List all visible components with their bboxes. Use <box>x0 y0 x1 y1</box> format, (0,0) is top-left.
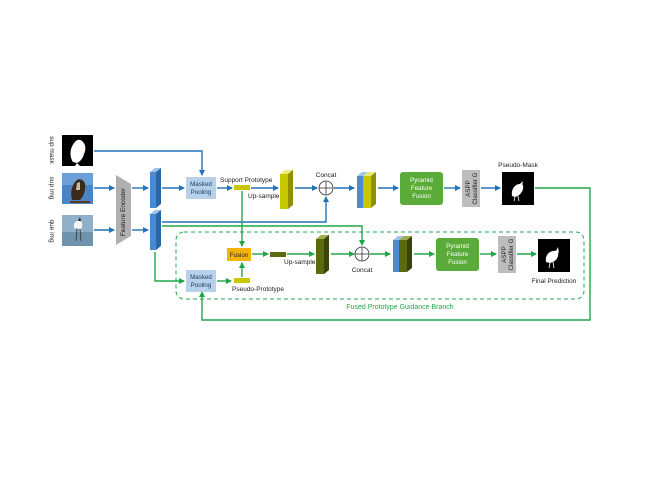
lower-masked-pooling-line2: Pooling <box>191 282 212 289</box>
arrow-supmask-to-masked-pooling <box>94 150 205 176</box>
arrow-query-feature-to-upper-concat <box>162 196 329 223</box>
upper-aspp-line1: ASPP <box>465 180 472 197</box>
final-prediction-label: Final Prediction <box>532 278 577 285</box>
fusion-box: Fusion <box>227 248 251 261</box>
feature-encoder-trapezoid <box>116 175 131 245</box>
que-img-label: que img <box>48 219 55 243</box>
fusion-label: Fusion <box>230 252 249 259</box>
lower-masked-pooling-box: Masked Pooling <box>186 270 216 292</box>
arrow-pseudo-mask-feedback <box>199 187 591 321</box>
lower-aspp-line1: ASPP <box>501 246 508 263</box>
upper-combined-feature-block <box>357 172 376 208</box>
lower-pff-line1: Pyramid <box>446 243 469 250</box>
arrow-query-feature-to-lower-concat <box>162 225 365 246</box>
upper-aspp-line2: Classifier G <box>472 172 479 204</box>
support-image <box>62 173 93 204</box>
lower-masked-pooling-line1: Masked <box>190 274 212 281</box>
pseudo-prototype-label: Pseudo-Prototype <box>232 286 284 293</box>
lower-aspp-classifier-box: ASPP Classifier G <box>498 236 516 273</box>
lower-pff-line3: Fusion <box>448 259 467 266</box>
lower-concat-label: Concat <box>352 267 373 274</box>
pseudo-mask-image <box>502 172 534 205</box>
lower-upsample-label: Up-sample <box>284 259 316 266</box>
lower-aspp-line2: Classifier G <box>508 238 515 270</box>
support-prototype-label: Support Prototype <box>220 177 273 184</box>
support-feature-block <box>150 168 161 208</box>
sup-img-label: sup img <box>48 177 55 200</box>
upper-concat-label: Concat <box>316 172 337 179</box>
fused-prototype-vector <box>270 252 286 257</box>
support-prototype-vector <box>234 185 250 190</box>
query-image <box>62 215 93 246</box>
upper-aspp-classifier-box: ASPP Classifier G <box>462 170 480 207</box>
feature-encoder-label: Feature Encoder <box>120 187 127 236</box>
lower-pff-line2: Feature <box>447 251 469 258</box>
lower-upsampled-feature-block <box>316 235 329 274</box>
fused-prototype-guidance-branch-title: Fused Prototype Guidance Branch <box>346 304 454 311</box>
upper-upsample-label: Up-sample <box>248 193 280 200</box>
arrow-query-feature-to-lower-masked-pooling <box>154 252 185 284</box>
upper-masked-pooling-line1: Masked <box>190 181 212 188</box>
lower-pyramid-feature-fusion-box: Pyramid Feature Fusion <box>436 238 479 271</box>
sup-mask-label: sup mask <box>48 136 55 165</box>
upper-concat-icon <box>318 180 334 196</box>
pseudo-mask-label: Pseudo-Mask <box>498 162 538 169</box>
fused-prototype-guidance-branch-frame <box>175 231 585 300</box>
upper-pff-line2: Feature <box>411 185 433 192</box>
final-prediction-image <box>538 239 570 272</box>
upper-pyramid-feature-fusion-box: Pyramid Feature Fusion <box>400 172 443 205</box>
upper-pff-line3: Fusion <box>412 193 431 200</box>
pseudo-prototype-vector <box>234 278 250 283</box>
upper-masked-pooling-line2: Pooling <box>191 189 212 196</box>
support-mask-image <box>62 135 93 166</box>
upper-upsampled-feature-block <box>280 170 293 209</box>
upper-masked-pooling-box: Masked Pooling <box>186 177 216 199</box>
query-feature-block <box>150 210 161 250</box>
lower-combined-feature-block <box>393 236 412 272</box>
lower-concat-icon <box>354 246 370 262</box>
upper-pff-line1: Pyramid <box>410 177 433 184</box>
